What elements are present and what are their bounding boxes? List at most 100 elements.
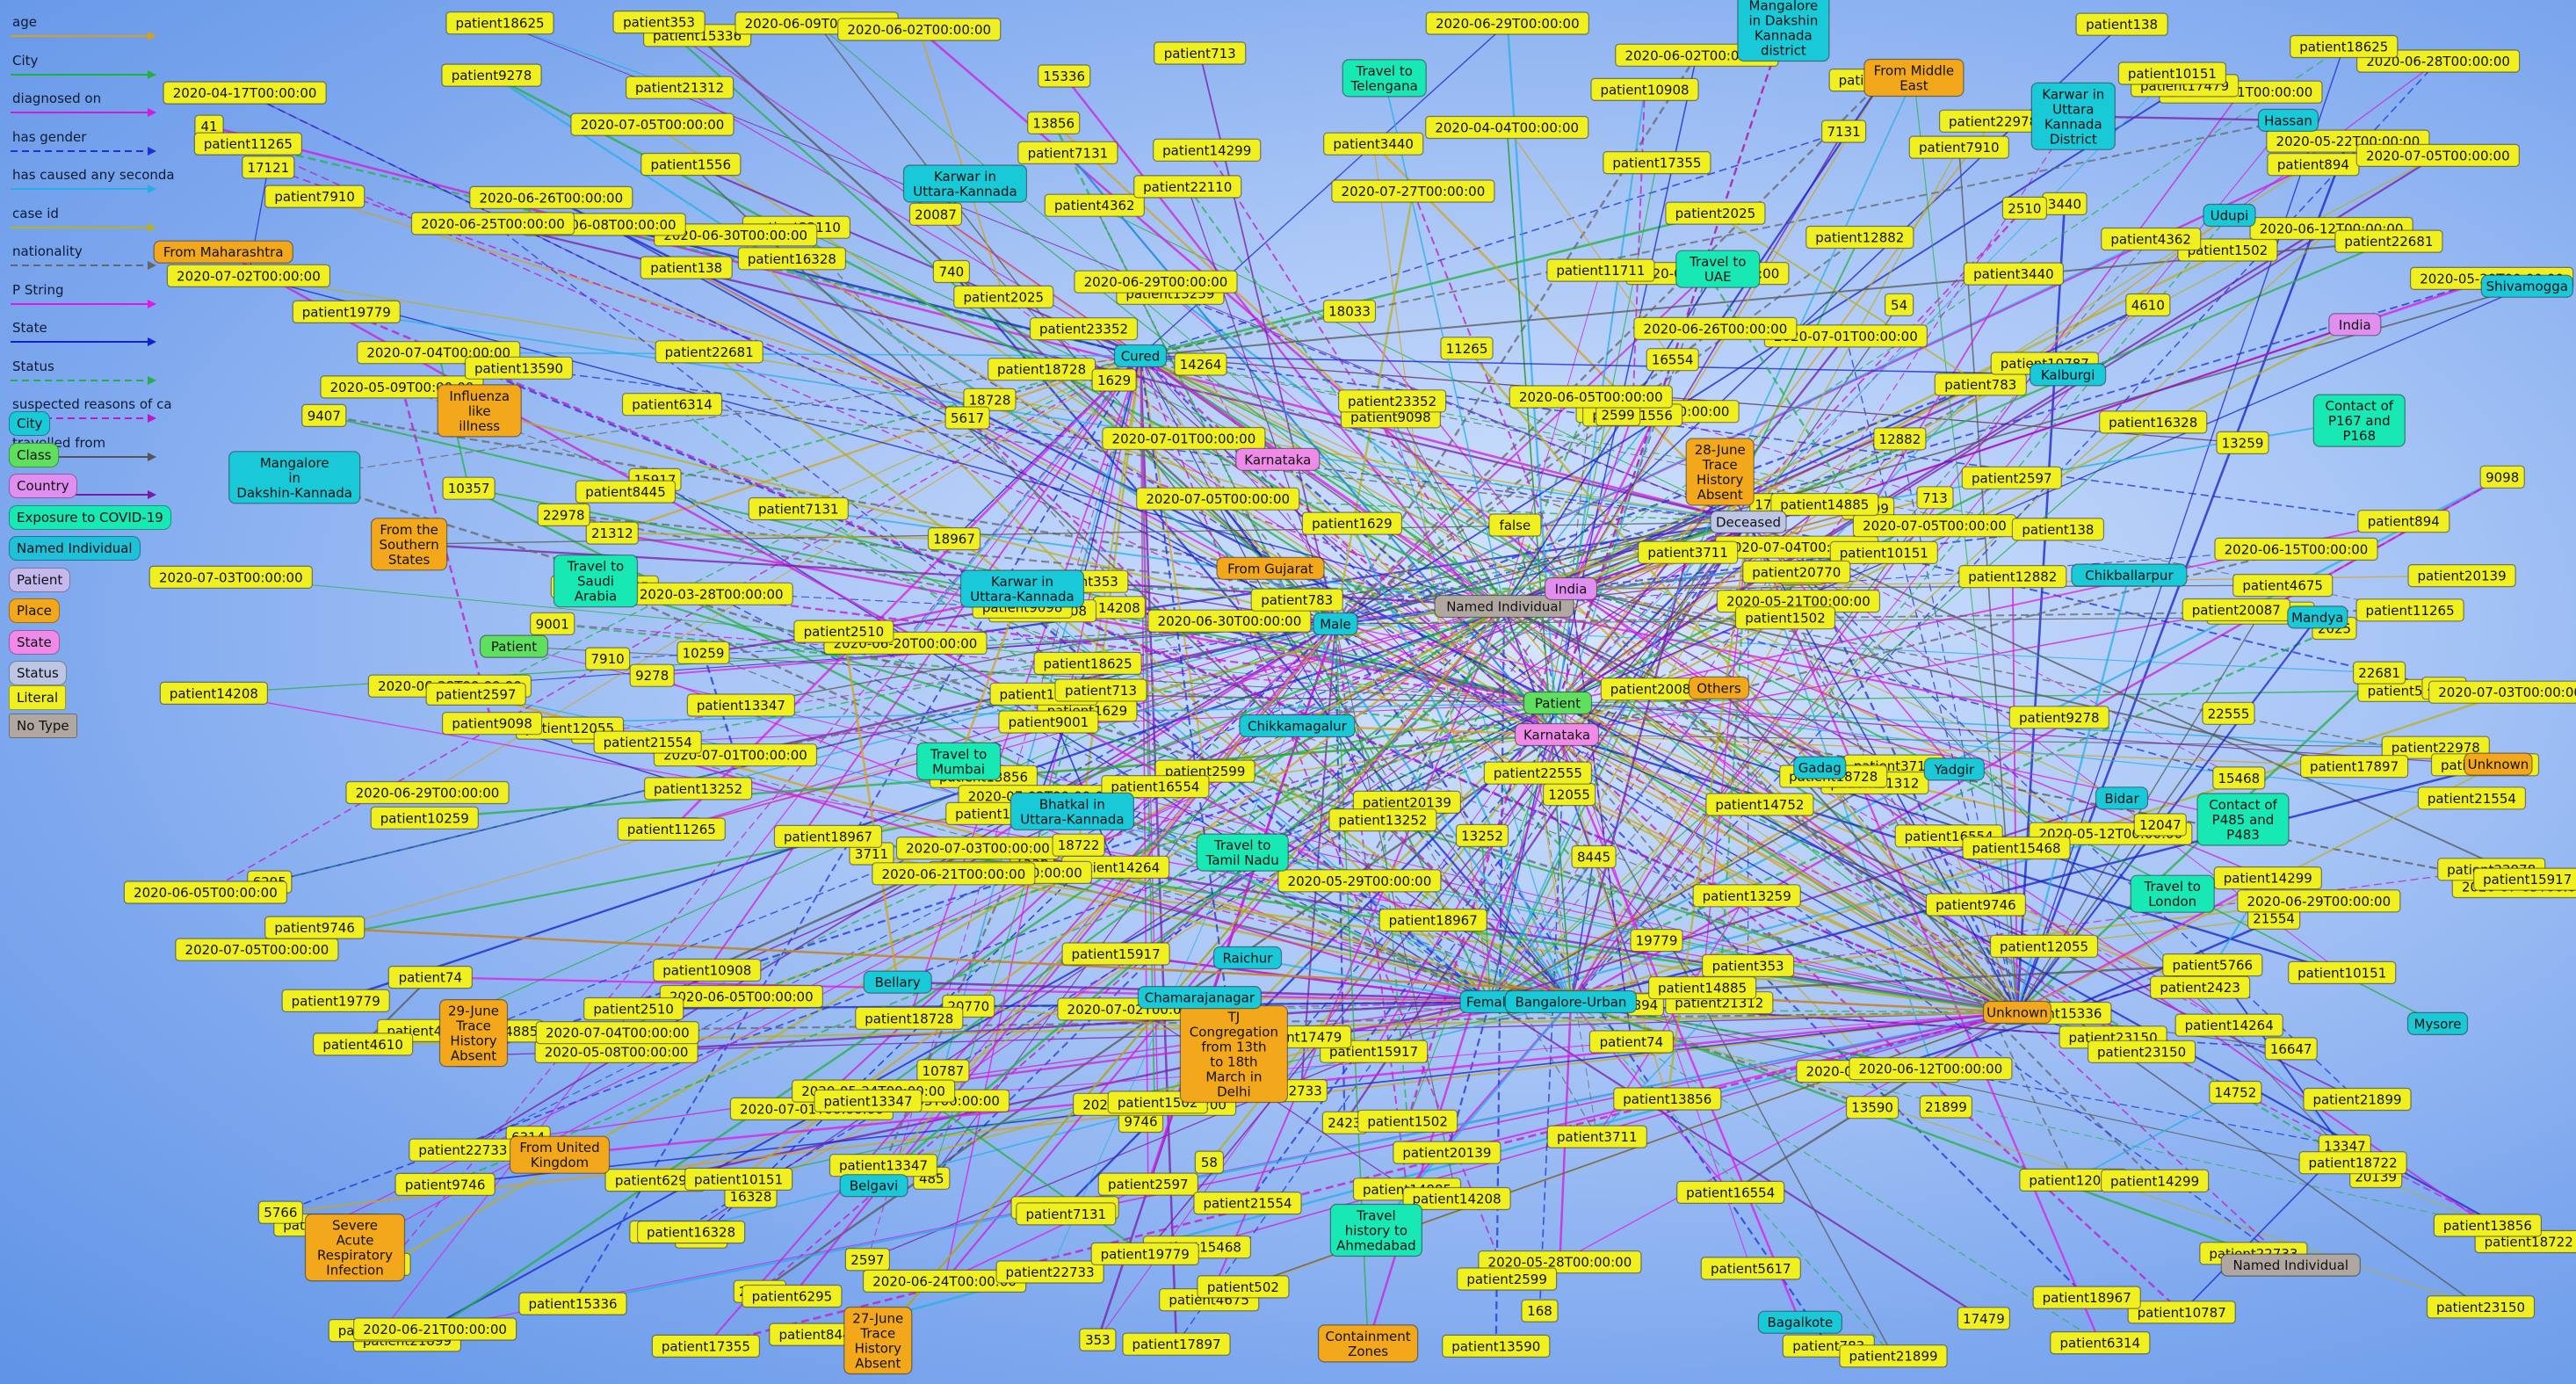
literal-node[interactable]: patient20770 [1742, 560, 1851, 584]
literal-node[interactable]: patient21312 [625, 76, 734, 99]
literal-node[interactable]: 12047 [2133, 813, 2187, 837]
city-node[interactable]: Yadgir [1923, 757, 1985, 781]
city-node[interactable]: Bellary [863, 970, 932, 994]
literal-node[interactable]: 2510 [2001, 196, 2047, 220]
literal-node[interactable]: 18033 [1322, 300, 1377, 323]
literal-node[interactable]: 2599 [1595, 402, 1641, 426]
literal-node[interactable]: 2020-06-29T00:00:00 [1425, 11, 1589, 35]
literal-node[interactable]: patient20139 [2407, 563, 2516, 588]
literal-node[interactable]: patient21554 [2417, 786, 2526, 810]
literal-node[interactable]: 15336 [1038, 64, 1091, 88]
country-node[interactable]: India [2328, 313, 2382, 337]
literal-node[interactable]: patient19779 [281, 989, 390, 1012]
literal-node[interactable]: 2020-06-02T00:00:00 [837, 18, 1002, 41]
literal-node[interactable]: 2020-07-01T00:00:00 [1102, 426, 1266, 451]
literal-node[interactable]: patient18967 [773, 824, 883, 849]
literal-node[interactable]: 22978 [537, 503, 590, 527]
literal-node[interactable]: patient10151 [2288, 960, 2397, 985]
literal-node[interactable]: 12055 [1542, 782, 1596, 807]
literal-node[interactable]: 7131 [1821, 120, 1867, 143]
literal-node[interactable]: 2020-06-05T00:00:00 [123, 880, 287, 904]
literal-node[interactable]: patient14208 [1402, 1186, 1511, 1211]
literal-node[interactable]: patient1629 [1301, 511, 1403, 535]
literal-node[interactable]: patient21899 [1839, 1344, 1948, 1368]
literal-node[interactable]: patient10908 [653, 958, 762, 982]
literal-node[interactable]: patient23150 [2088, 1040, 2196, 1063]
literal-node[interactable]: patient3440 [1323, 132, 1424, 156]
city-node[interactable]: Bidar [2095, 786, 2149, 810]
literal-node[interactable]: patient18967 [1378, 908, 1487, 932]
city-node[interactable]: Belgavi [839, 1174, 908, 1198]
literal-node[interactable]: 740 [932, 259, 971, 284]
literal-node[interactable]: patient5766 [2162, 953, 2263, 977]
literal-node[interactable]: patient353 [612, 11, 706, 34]
literal-node[interactable]: patient13347 [814, 1089, 923, 1113]
hub-node[interactable]: Deceased [1710, 510, 1787, 534]
literal-node[interactable]: 2020-06-29T00:00:00 [1074, 270, 1238, 293]
literal-node[interactable]: patient7910 [1908, 135, 2009, 159]
literal-node[interactable]: patient12882 [1958, 564, 2067, 589]
literal-node[interactable]: patient2597 [425, 682, 526, 706]
literal-node[interactable]: 2020-07-01T00:00:00 [1763, 324, 1928, 348]
literal-node[interactable]: patient15336 [518, 1292, 627, 1315]
literal-node[interactable]: 353 [1079, 1328, 1117, 1351]
literal-node[interactable]: patient18625 [1033, 651, 1142, 676]
literal-node[interactable]: 2020-06-12T00:00:00 [1849, 1056, 2013, 1081]
literal-node[interactable]: patient23352 [1337, 389, 1447, 413]
literal-node[interactable]: 2020-06-29T00:00:00 [345, 780, 510, 805]
literal-node[interactable]: 17121 [242, 156, 295, 179]
literal-node[interactable]: 2020-07-02T00:00:00 [166, 264, 330, 287]
literal-node[interactable]: 15468 [2212, 766, 2266, 790]
city-node[interactable]: Chikkamagalur [1239, 714, 1356, 738]
literal-node[interactable]: 2020-07-03T00:00:00 [2428, 680, 2576, 704]
literal-node[interactable]: 168 [1521, 1299, 1559, 1322]
literal-node[interactable]: patient1556 [640, 152, 742, 177]
literal-node[interactable]: 22733 [1274, 1078, 1328, 1103]
literal-node[interactable]: patient2025 [953, 285, 1054, 308]
literal-node[interactable]: 8445 [1571, 844, 1617, 869]
literal-node[interactable]: 2020-07-27T00:00:00 [1331, 179, 1495, 203]
literal-node[interactable]: 2020-06-05T00:00:00 [1509, 385, 1673, 409]
literal-node[interactable]: 2020-04-17T00:00:00 [163, 81, 327, 105]
literal-node[interactable]: 2020-07-03T00:00:00 [148, 565, 313, 590]
literal-node[interactable]: 2020-07-05T00:00:00 [2355, 143, 2520, 167]
literal-node[interactable]: 2020-04-04T00:00:00 [1425, 115, 1589, 140]
literal-node[interactable]: 58 [1194, 1150, 1225, 1174]
literal-node[interactable]: patient4362 [1044, 193, 1145, 217]
literal-node[interactable]: patient11265 [2355, 598, 2464, 622]
literal-node[interactable]: patient10151 [2117, 62, 2226, 85]
literal-node[interactable]: patient14299 [2213, 866, 2322, 890]
literal-node[interactable]: patient17355 [651, 1334, 761, 1359]
literal-node[interactable]: 9001 [530, 612, 575, 635]
literal-node[interactable]: patient12882 [1805, 225, 1914, 250]
literal-node[interactable]: 16328 [724, 1185, 778, 1208]
literal-node[interactable]: patient783 [1250, 588, 1343, 612]
literal-node[interactable]: patient138 [640, 256, 733, 279]
literal-node[interactable]: 2020-05-28T00:00:00 [1478, 1250, 1642, 1274]
literal-node[interactable]: patient17897 [1122, 1332, 1231, 1356]
literal-node[interactable]: patient22733 [409, 1138, 517, 1162]
hub-node[interactable]: Patient [1523, 691, 1593, 715]
literal-node[interactable]: 3440 [2042, 192, 2088, 215]
literal-node[interactable]: 19779 [1630, 928, 1683, 953]
literal-node[interactable]: 2020-06-24T00:00:00 [862, 1269, 1027, 1293]
literal-node[interactable]: patient16328 [737, 247, 847, 271]
literal-node[interactable]: patient14264 [2174, 1013, 2283, 1037]
literal-node[interactable]: patient22733 [995, 1260, 1104, 1284]
literal-node[interactable]: 14208 [1092, 596, 1147, 620]
literal-node[interactable]: patient10259 [370, 806, 479, 830]
literal-node[interactable]: 17479 [1957, 1307, 2010, 1330]
literal-node[interactable]: 54 [1885, 293, 1914, 316]
literal-node[interactable]: patient15917 [2473, 867, 2576, 891]
class-node[interactable]: Patient [479, 634, 549, 658]
